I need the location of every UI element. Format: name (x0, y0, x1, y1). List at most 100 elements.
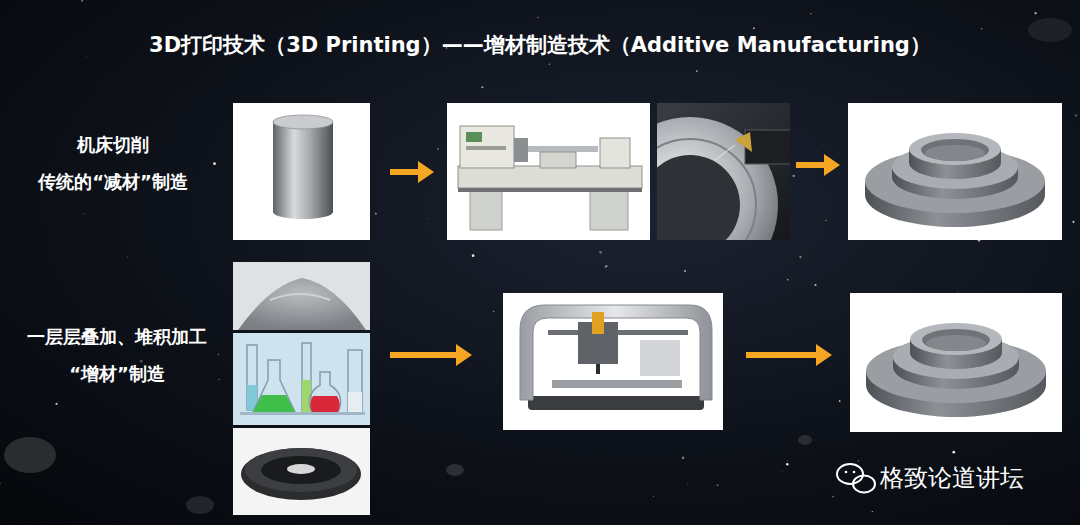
finished-part-picture (921, 139, 989, 161)
asteroid (4, 437, 56, 473)
printer-picture (528, 396, 704, 410)
lathe-picture (600, 138, 630, 168)
finished-part-picture (848, 103, 1062, 432)
glassware-picture (240, 412, 365, 415)
filament-spool-picture (287, 464, 315, 474)
star-field (86, 56, 88, 58)
star-field (781, 471, 783, 473)
printer-picture (552, 380, 682, 388)
star-field (428, 218, 430, 220)
stock-cylinder-picture (233, 103, 370, 240)
cutting-tool-picture (745, 130, 790, 164)
glassware-picture (348, 392, 362, 412)
star-field (858, 460, 859, 461)
stock-cylinder-picture (273, 122, 333, 212)
asteroid (798, 435, 812, 445)
finished-part-picture (850, 293, 1062, 432)
star-field (472, 254, 475, 257)
printer-picture (640, 340, 680, 376)
lathe-picture (470, 186, 502, 230)
wechat-icon (837, 464, 863, 484)
filament-spool-picture (245, 448, 357, 492)
star-field (952, 451, 955, 454)
star-field (599, 251, 602, 254)
cutting-tool-picture (657, 139, 756, 240)
star-field (839, 400, 841, 402)
process-arrow (796, 154, 840, 176)
lathe-picture (466, 146, 506, 150)
printer-picture (592, 312, 604, 334)
printer-picture (503, 293, 723, 430)
lathe-picture (540, 152, 576, 168)
powder-picture (233, 262, 370, 330)
star-field (787, 279, 788, 280)
finished-part-picture (926, 335, 986, 351)
star-field (825, 220, 826, 221)
cutting-tool-picture (715, 145, 735, 160)
star-field (481, 86, 483, 88)
star-field (653, 496, 654, 497)
glassware-picture (309, 372, 340, 412)
lathe-picture (458, 166, 642, 188)
stock-cylinder-picture (233, 103, 370, 240)
cutting-tool-picture (657, 103, 790, 240)
finished-part-picture (848, 103, 1062, 240)
finished-part-picture (909, 133, 1001, 165)
stock-cylinder-picture (273, 115, 333, 129)
star-field (549, 64, 550, 65)
star-field (981, 28, 983, 30)
finished-part-picture (866, 323, 1046, 417)
lathe-picture (590, 186, 628, 230)
finished-part-picture (910, 323, 1002, 355)
wechat-icon (837, 464, 875, 493)
cutting-tool-picture (735, 132, 752, 152)
star-field (799, 256, 801, 258)
star-field (213, 162, 216, 165)
star-field (1072, 221, 1074, 223)
asteroid (446, 464, 464, 476)
star-field (821, 144, 823, 146)
star-field (682, 457, 685, 460)
star-field (437, 148, 439, 150)
star-field (787, 460, 789, 462)
star-field (605, 265, 607, 267)
star-field (81, 0, 83, 2)
wechat-icon (853, 476, 875, 493)
lathe-picture (447, 103, 650, 240)
star-field (793, 175, 795, 177)
process-arrow (390, 154, 840, 366)
powder-picture (238, 278, 366, 330)
lathe-picture (447, 103, 650, 240)
lathe-picture (460, 126, 514, 168)
stock-cylinder-picture (273, 205, 333, 219)
star-field (814, 284, 816, 286)
printer-picture (520, 305, 712, 400)
glassware-picture (233, 333, 370, 425)
powder-picture (233, 262, 370, 330)
star-field (493, 311, 494, 312)
asteroid (1028, 18, 1072, 42)
glassware-picture (348, 350, 362, 412)
asteroid (186, 496, 214, 514)
process-arrow (746, 344, 832, 366)
powder-picture (270, 294, 330, 300)
star-field (753, 27, 755, 29)
star-field (55, 403, 57, 405)
row-label: 一层层叠加、堆积加工 (27, 325, 207, 349)
process-arrow (390, 344, 472, 366)
wechat-icon (845, 471, 848, 474)
glassware-picture (253, 395, 295, 412)
star-field (872, 511, 873, 512)
glassware-picture (247, 345, 257, 410)
filament-spool-picture (241, 448, 361, 500)
star-field (218, 354, 219, 355)
star-field (538, 17, 539, 18)
process-arrow (390, 161, 434, 183)
star-field (0, 483, 1, 484)
row-label: 传统的“减材”制造 (38, 170, 188, 194)
star-field (832, 496, 834, 498)
star-field (687, 483, 689, 485)
finished-part-picture (865, 133, 1045, 227)
star-field (1075, 114, 1077, 116)
